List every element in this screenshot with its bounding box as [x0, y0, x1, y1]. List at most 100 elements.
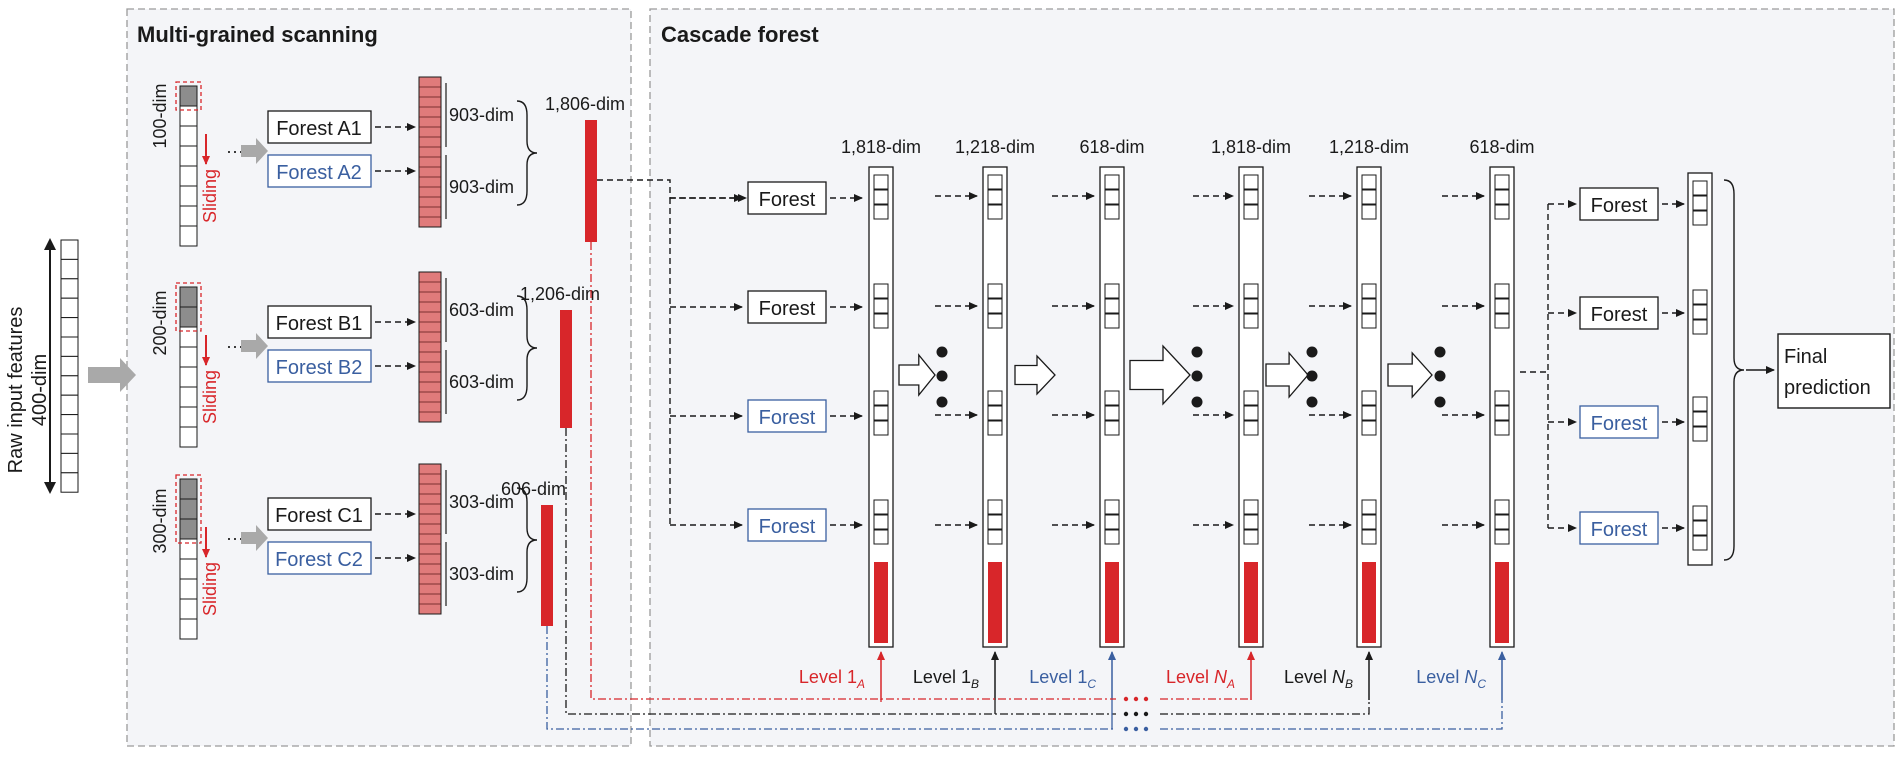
- scan-forest-b-label: Forest C2: [275, 549, 363, 571]
- window-cell: [179, 145, 198, 167]
- input-cell: [60, 317, 79, 338]
- scan-forest-b-box: [267, 154, 372, 188]
- class-vector-cell: [1494, 174, 1510, 190]
- class-vector-cell: [873, 204, 889, 220]
- column-dim-label: 1,818-dim: [1211, 137, 1291, 157]
- class-vector-cell: [1104, 514, 1120, 530]
- window-cell: [179, 105, 198, 127]
- window-dim-label: 300-dim: [150, 488, 170, 553]
- class-vector-cell: [1494, 499, 1510, 515]
- column-dim-label: 1,218-dim: [1329, 137, 1409, 157]
- feedback-ellipsis: [1133, 696, 1139, 702]
- column-dim-label: 618-dim: [1469, 137, 1534, 157]
- class-vector-cell: [1494, 204, 1510, 220]
- class-vector-cell: [1104, 174, 1120, 190]
- window-cell: [179, 366, 198, 388]
- class-vector-cell: [1361, 499, 1377, 515]
- final-prediction-box: [1777, 333, 1891, 409]
- input-cell: [60, 472, 79, 493]
- class-vector-cell: [1104, 420, 1120, 436]
- scan-out-b-dim: 903-dim: [449, 177, 514, 197]
- continuation-dot: [1306, 370, 1318, 382]
- window-cell: [179, 578, 198, 600]
- window-cell: [179, 346, 198, 368]
- class-vector-cell: [1104, 405, 1120, 421]
- concat-bar: [585, 120, 597, 242]
- input-cell: [60, 336, 79, 357]
- column-augmented-bar: [1105, 562, 1119, 643]
- cascade-forest-box: [747, 508, 827, 542]
- feedback-blue-2: [1160, 700, 1503, 730]
- input-cell: [60, 433, 79, 454]
- window-cell: [179, 498, 198, 520]
- window-highlight: [175, 282, 202, 332]
- scan-out-a-dim: 903-dim: [449, 105, 514, 125]
- continuation-dot: [1434, 346, 1446, 358]
- class-vector-cell: [987, 420, 1003, 436]
- scan-ellipsis: ···: [226, 336, 244, 356]
- window-cell: [179, 326, 198, 348]
- class-vector-cell: [1361, 283, 1377, 299]
- continuation-dot: [936, 370, 948, 382]
- input-cell: [60, 375, 79, 396]
- window-cell: [179, 205, 198, 227]
- class-vector-cell: [1243, 204, 1259, 220]
- class-vector-cell: [1494, 405, 1510, 421]
- final-prediction-line1: Final: [1784, 346, 1827, 368]
- continuation-dot: [936, 396, 948, 408]
- column-augmented-bar: [988, 562, 1002, 643]
- cascade-forest-label: Forest: [759, 516, 816, 538]
- window-dim-label: 100-dim: [150, 83, 170, 148]
- scan-ellipsis: ···: [226, 141, 244, 161]
- output-class-cell: [1692, 396, 1708, 412]
- output-class-cell: [1692, 426, 1708, 442]
- class-vector-cell: [1243, 174, 1259, 190]
- cascade-forest-box: [747, 399, 827, 433]
- class-vector-cell: [1494, 529, 1510, 545]
- window-cell: [179, 558, 198, 580]
- scan-output-stack: [418, 463, 442, 615]
- window-highlight: [175, 474, 202, 544]
- class-vector-cell: [1361, 174, 1377, 190]
- input-cell: [60, 278, 79, 299]
- feedback-connections: [546, 242, 1503, 732]
- window-dim-label: 200-dim: [150, 290, 170, 355]
- class-vector-cell: [1361, 313, 1377, 329]
- output-forest-label: Forest: [1591, 519, 1648, 541]
- continuation-dot: [936, 346, 948, 358]
- flow-arrow: [1129, 344, 1191, 406]
- output-class-cell: [1692, 505, 1708, 521]
- scan-forest-a-label: Forest C1: [275, 505, 363, 527]
- output-brace: [1723, 179, 1745, 561]
- scan-output-stack: [418, 76, 442, 228]
- scan-forest-a-box: [267, 305, 372, 339]
- window-cell: [179, 598, 198, 620]
- scan-forest-b-label: Forest A2: [276, 162, 362, 184]
- class-vector-cell: [1494, 283, 1510, 299]
- window-cell: [179, 538, 198, 560]
- class-vector-cell: [987, 204, 1003, 220]
- feedback-black-2: [1160, 700, 1370, 715]
- class-vector-cell: [873, 298, 889, 314]
- input-cell: [60, 414, 79, 435]
- cascade-panel-title: Cascade forest: [661, 22, 819, 47]
- window-highlight: [175, 81, 202, 111]
- output-stage: Final prediction ForestForestForestFores…: [1520, 172, 1891, 566]
- column-augmented-bar: [1244, 562, 1258, 643]
- level-label: Level NB: [1284, 667, 1353, 691]
- class-vector-cell: [873, 189, 889, 205]
- continuation-dot: [1191, 396, 1203, 408]
- column-dim-label: 618-dim: [1079, 137, 1144, 157]
- sliding-label: Sliding: [200, 562, 220, 616]
- class-vector-cell: [1243, 390, 1259, 406]
- output-class-cell: [1692, 195, 1708, 211]
- class-vector-cell: [1243, 529, 1259, 545]
- scan-forest-a-box: [267, 497, 372, 531]
- window-cell: [179, 225, 198, 247]
- class-vector-cell: [873, 405, 889, 421]
- scan-grey-arrow: [241, 333, 268, 359]
